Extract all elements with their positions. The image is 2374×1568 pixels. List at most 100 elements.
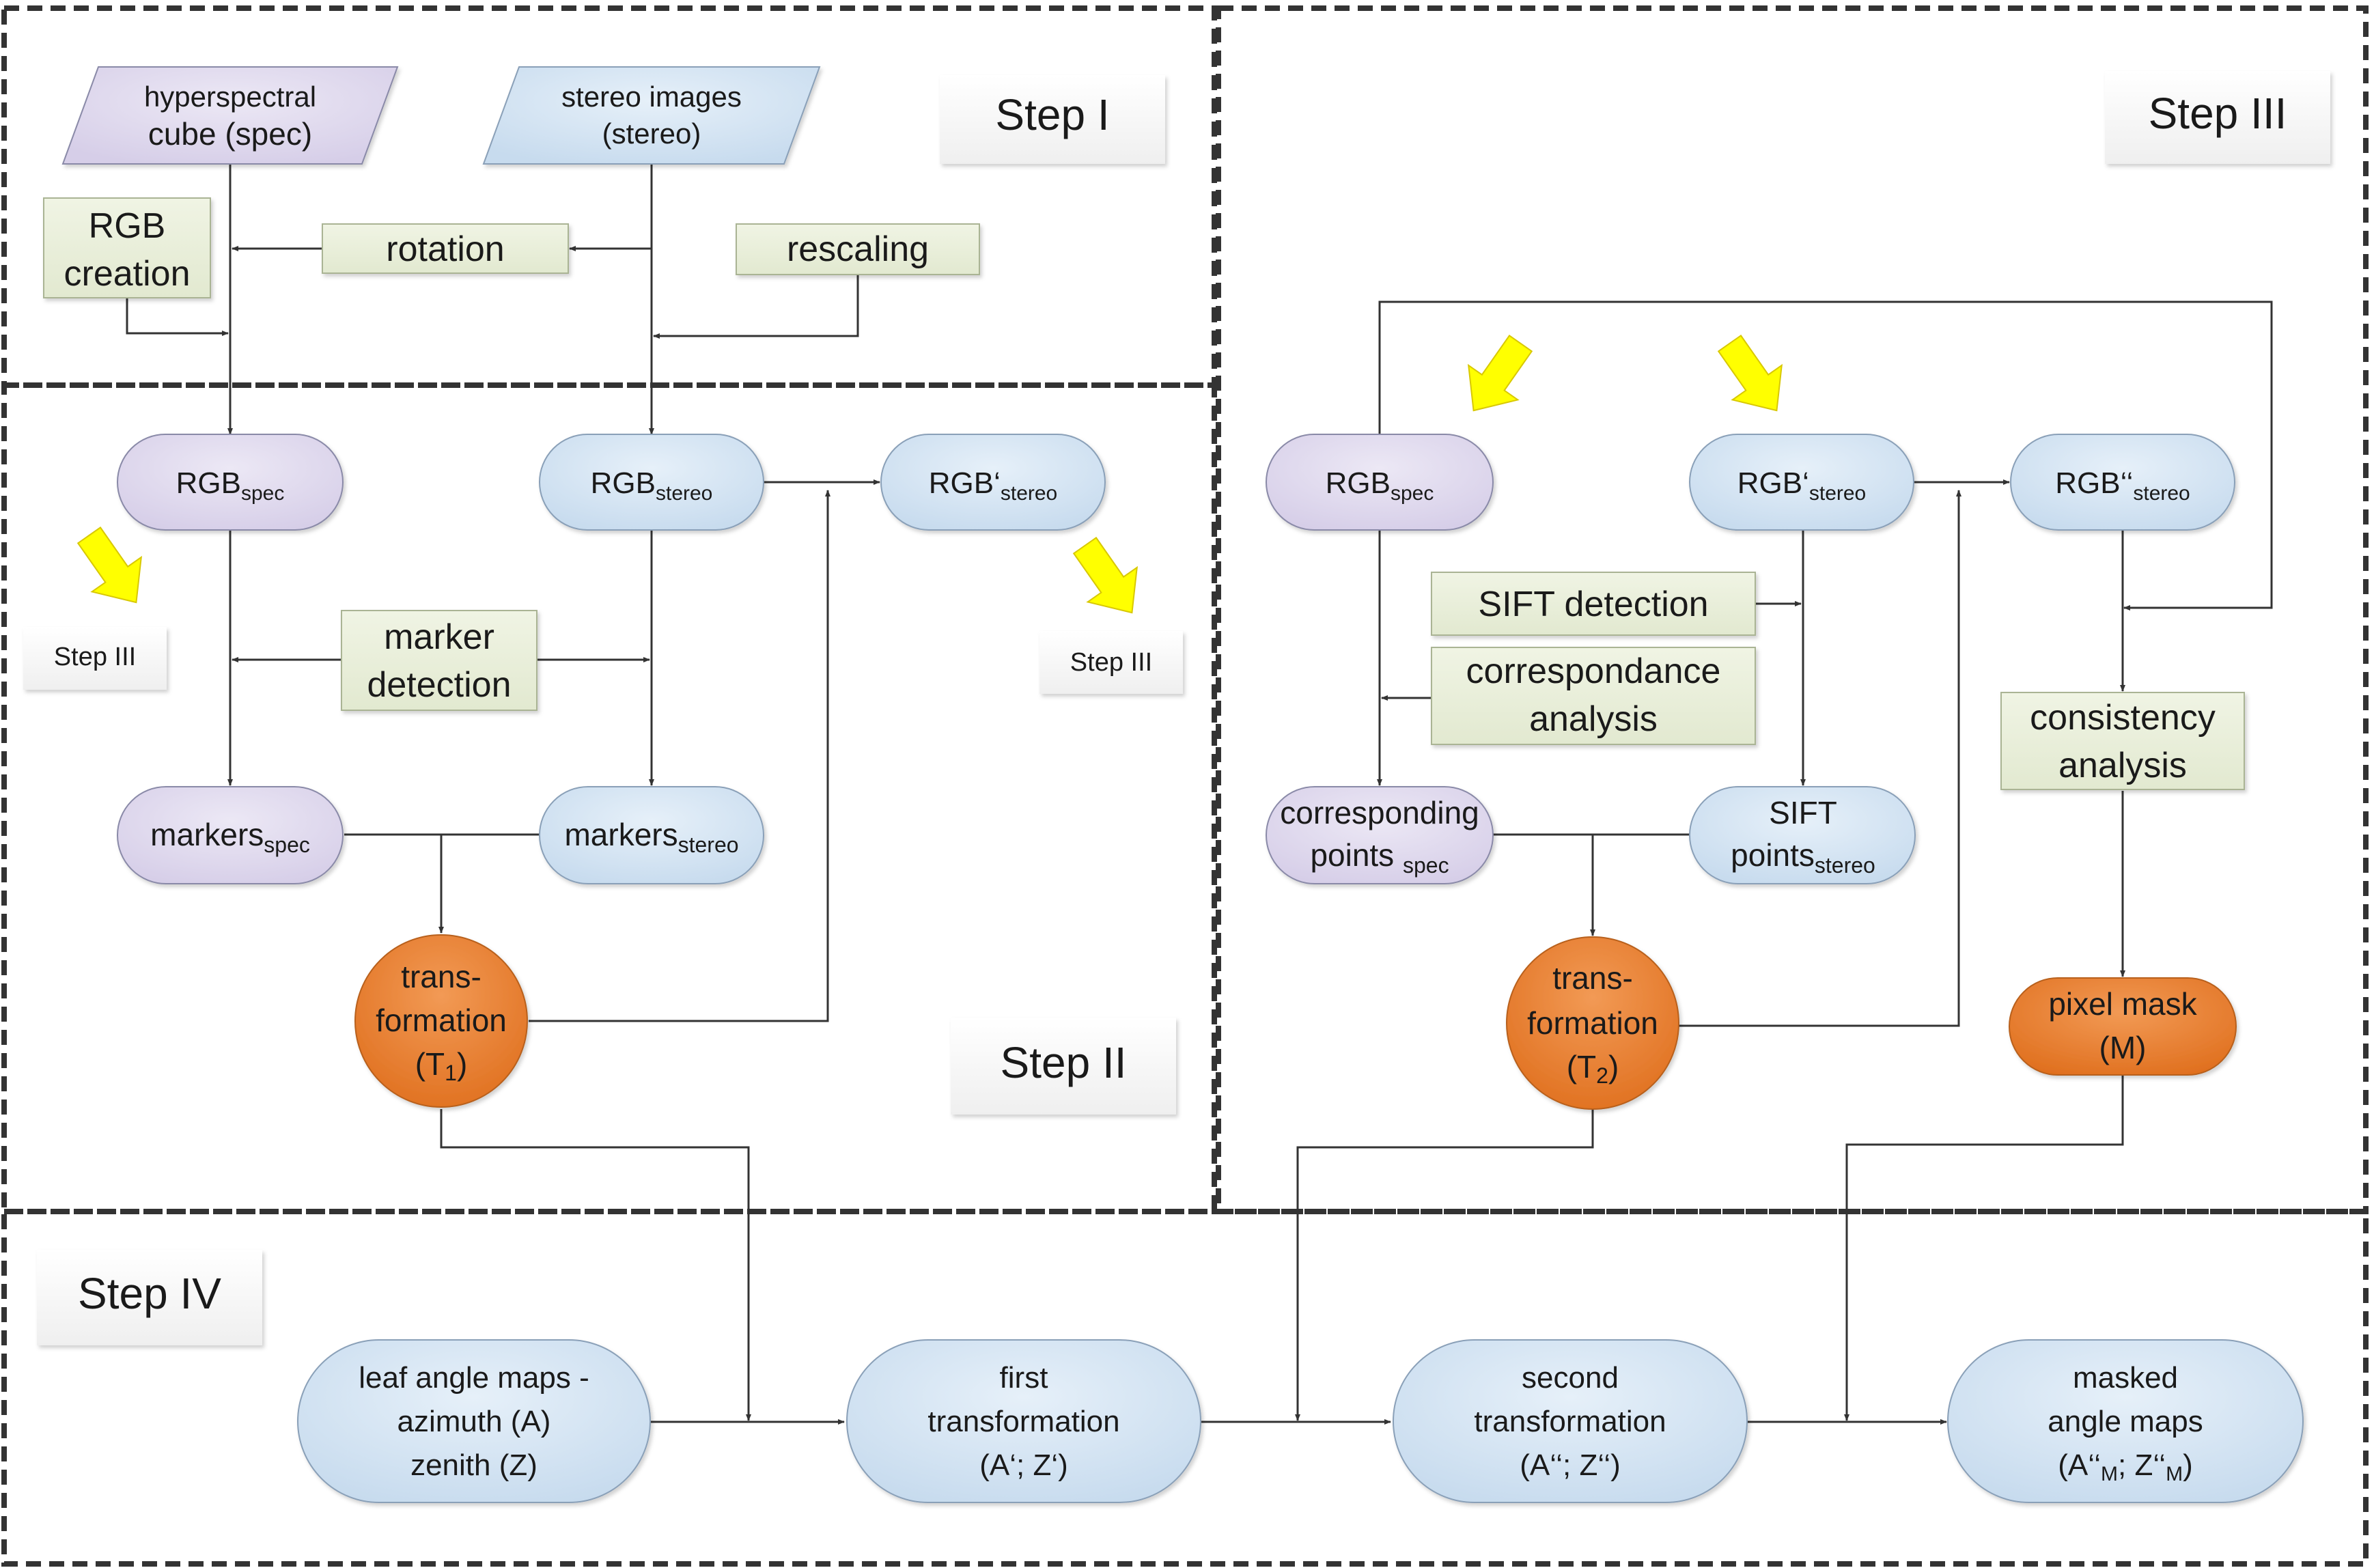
- step1-label: Step I: [995, 90, 1109, 139]
- stereo-images-label-line1: stereo images: [561, 81, 742, 113]
- step2-label-box: [951, 1018, 1176, 1115]
- leaf-angle-maps-line3: zenith (Z): [410, 1448, 537, 1482]
- first-transformation-line2: transformation: [927, 1405, 1119, 1438]
- rgb-prime-stereo-node-s3: RGB‘stereo: [1689, 434, 1914, 531]
- transformation-t2-node: trans- formation (T2): [1506, 936, 1679, 1110]
- region-borders: [1, 5, 2369, 1567]
- rgb-spec-label: RGBspec: [176, 466, 285, 505]
- t2-line1: trans-: [1552, 960, 1633, 996]
- masked-angle-maps-line3: (A‘‘M; Z‘‘M): [2058, 1448, 2193, 1485]
- step1-nodes: hyperspectral cube (spec) stereo images …: [43, 66, 980, 298]
- sift-points-line2: pointsstereo: [1731, 837, 1875, 878]
- correspondance-analysis-line2: analysis: [1529, 699, 1658, 739]
- t2-line2: formation: [1527, 1005, 1658, 1041]
- first-transformation-node: first transformation (A‘; Z‘): [846, 1339, 1201, 1503]
- correspondance-analysis-box: correspondance analysis: [1431, 647, 1756, 745]
- rotation-label: rotation: [386, 229, 504, 269]
- leaf-angle-maps-line2: azimuth (A): [397, 1405, 551, 1438]
- second-transformation-line2: transformation: [1474, 1405, 1666, 1438]
- yellow-arrows: [76, 334, 1783, 614]
- step3-ref-right: Step III: [1039, 631, 1183, 694]
- transformation-t1-node: trans- formation (T1): [354, 934, 528, 1108]
- step4-label-box: [37, 1250, 262, 1345]
- t2-line3: (T2): [1567, 1049, 1619, 1088]
- rgb-double-prime-stereo-label: RGB‘‘stereo: [2055, 466, 2190, 505]
- yellow-arrow-icon: [1717, 334, 1783, 412]
- rescaling-box: rescaling: [736, 223, 980, 275]
- sift-detection-box: SIFT detection: [1431, 572, 1756, 636]
- step1-label-box: [940, 75, 1165, 164]
- consistency-analysis-box: consistency analysis: [2000, 692, 2245, 790]
- masked-angle-maps-node: masked angle maps (A‘‘M; Z‘‘M): [1947, 1339, 2304, 1503]
- sift-detection-label: SIFT detection: [1478, 585, 1708, 624]
- rescaling-label: rescaling: [787, 229, 929, 269]
- corresponding-points-node: corresponding points spec: [1266, 786, 1494, 884]
- consistency-analysis-line1: consistency: [2030, 698, 2216, 738]
- first-transformation-line1: first: [1000, 1361, 1048, 1395]
- leaf-angle-maps-line1: leaf angle maps -: [359, 1361, 589, 1395]
- step4-nodes: leaf angle maps - azimuth (A) zenith (Z)…: [297, 1339, 2304, 1503]
- rgb-prime-stereo-label-s3: RGB‘stereo: [1737, 466, 1867, 505]
- rgb-prime-stereo-label: RGB‘stereo: [929, 466, 1058, 505]
- sift-points-node: SIFT pointsstereo: [1689, 786, 1916, 884]
- step4-label: Step IV: [78, 1269, 221, 1318]
- rgb-double-prime-stereo-node: RGB‘‘stereo: [2010, 434, 2235, 531]
- second-transformation-node: second transformation (A‘‘; Z‘‘): [1393, 1339, 1748, 1503]
- svg-text:Step III: Step III: [54, 643, 136, 671]
- step4-region: [1, 1209, 2369, 1567]
- pixel-mask-node: pixel mask (M): [2009, 977, 2237, 1076]
- marker-detection-box: marker detection: [341, 610, 537, 711]
- step1-region: [1, 5, 1217, 388]
- hyperspectral-label-line1: hyperspectral: [144, 81, 316, 113]
- consistency-analysis-line2: analysis: [2058, 746, 2187, 785]
- corresponding-points-line1: corresponding: [1280, 795, 1479, 830]
- sift-points-line1: SIFT: [1769, 795, 1837, 830]
- masked-angle-maps-line1: masked: [2073, 1361, 2178, 1395]
- rotation-box: rotation: [322, 223, 569, 274]
- rgb-stereo-label: RGBstereo: [591, 466, 713, 505]
- markers-spec-label: markersspec: [150, 817, 310, 857]
- hyperspectral-label-line2: cube (spec): [148, 116, 312, 152]
- marker-detection-line1: marker: [384, 617, 494, 657]
- rgb-spec-node-s3: RGBspec: [1266, 434, 1494, 531]
- step3-label-box: [2105, 71, 2330, 164]
- rgb-creation-line2: creation: [64, 254, 191, 294]
- rgb-creation-box: RGB creation: [43, 197, 211, 298]
- step2-label: Step II: [1001, 1038, 1127, 1087]
- marker-detection-line2: detection: [367, 665, 511, 705]
- step-labels: Step I Step III Step II Step IV: [37, 71, 2330, 1345]
- t1-line1: trans-: [401, 959, 481, 994]
- t1-line2: formation: [376, 1003, 507, 1038]
- rgb-spec-node: RGBspec: [117, 434, 344, 531]
- stereo-images-node: stereo images (stereo): [482, 66, 821, 165]
- t1-line3: (T1): [415, 1046, 468, 1085]
- rgb-spec-label-s3: RGBspec: [1326, 466, 1434, 505]
- step3-region: [1216, 5, 2369, 1214]
- stereo-images-label-line2: (stereo): [602, 117, 701, 150]
- second-transformation-line1: second: [1522, 1361, 1619, 1395]
- markers-stereo-node: markersstereo: [539, 786, 764, 884]
- step3-ref-left: Step III: [23, 627, 167, 690]
- step2-region: [1, 382, 1217, 1214]
- step2-nodes: RGBspec RGBstereo RGB‘stereo Step III St…: [23, 434, 1183, 1108]
- rgb-creation-line1: RGB: [89, 206, 166, 246]
- second-transformation-line3: (A‘‘; Z‘‘): [1520, 1448, 1621, 1482]
- yellow-arrow-icon: [1467, 334, 1533, 412]
- yellow-arrow-icon: [1072, 536, 1139, 614]
- markers-stereo-label: markersstereo: [564, 817, 738, 857]
- connectors: [126, 164, 2273, 1425]
- first-transformation-line3: (A‘; Z‘): [979, 1448, 1068, 1482]
- rgb-prime-stereo-node: RGB‘stereo: [880, 434, 1106, 531]
- rgb-stereo-node: RGBstereo: [539, 434, 764, 531]
- svg-text:Step III: Step III: [1070, 648, 1152, 677]
- pixel-mask-line2: (M): [2099, 1030, 2147, 1065]
- hyperspectral-cube-node: hyperspectral cube (spec): [61, 66, 399, 165]
- leaf-angle-maps-node: leaf angle maps - azimuth (A) zenith (Z): [297, 1339, 651, 1503]
- step3-nodes: RGBspec RGB‘stereo RGB‘‘stereo SIFT dete…: [1266, 434, 2245, 1110]
- corresponding-points-line2: points spec: [1310, 837, 1449, 878]
- yellow-arrow-icon: [76, 526, 143, 604]
- step3-label: Step III: [2149, 89, 2287, 138]
- correspondance-analysis-line1: correspondance: [1466, 652, 1721, 691]
- masked-angle-maps-line2: angle maps: [2048, 1405, 2203, 1438]
